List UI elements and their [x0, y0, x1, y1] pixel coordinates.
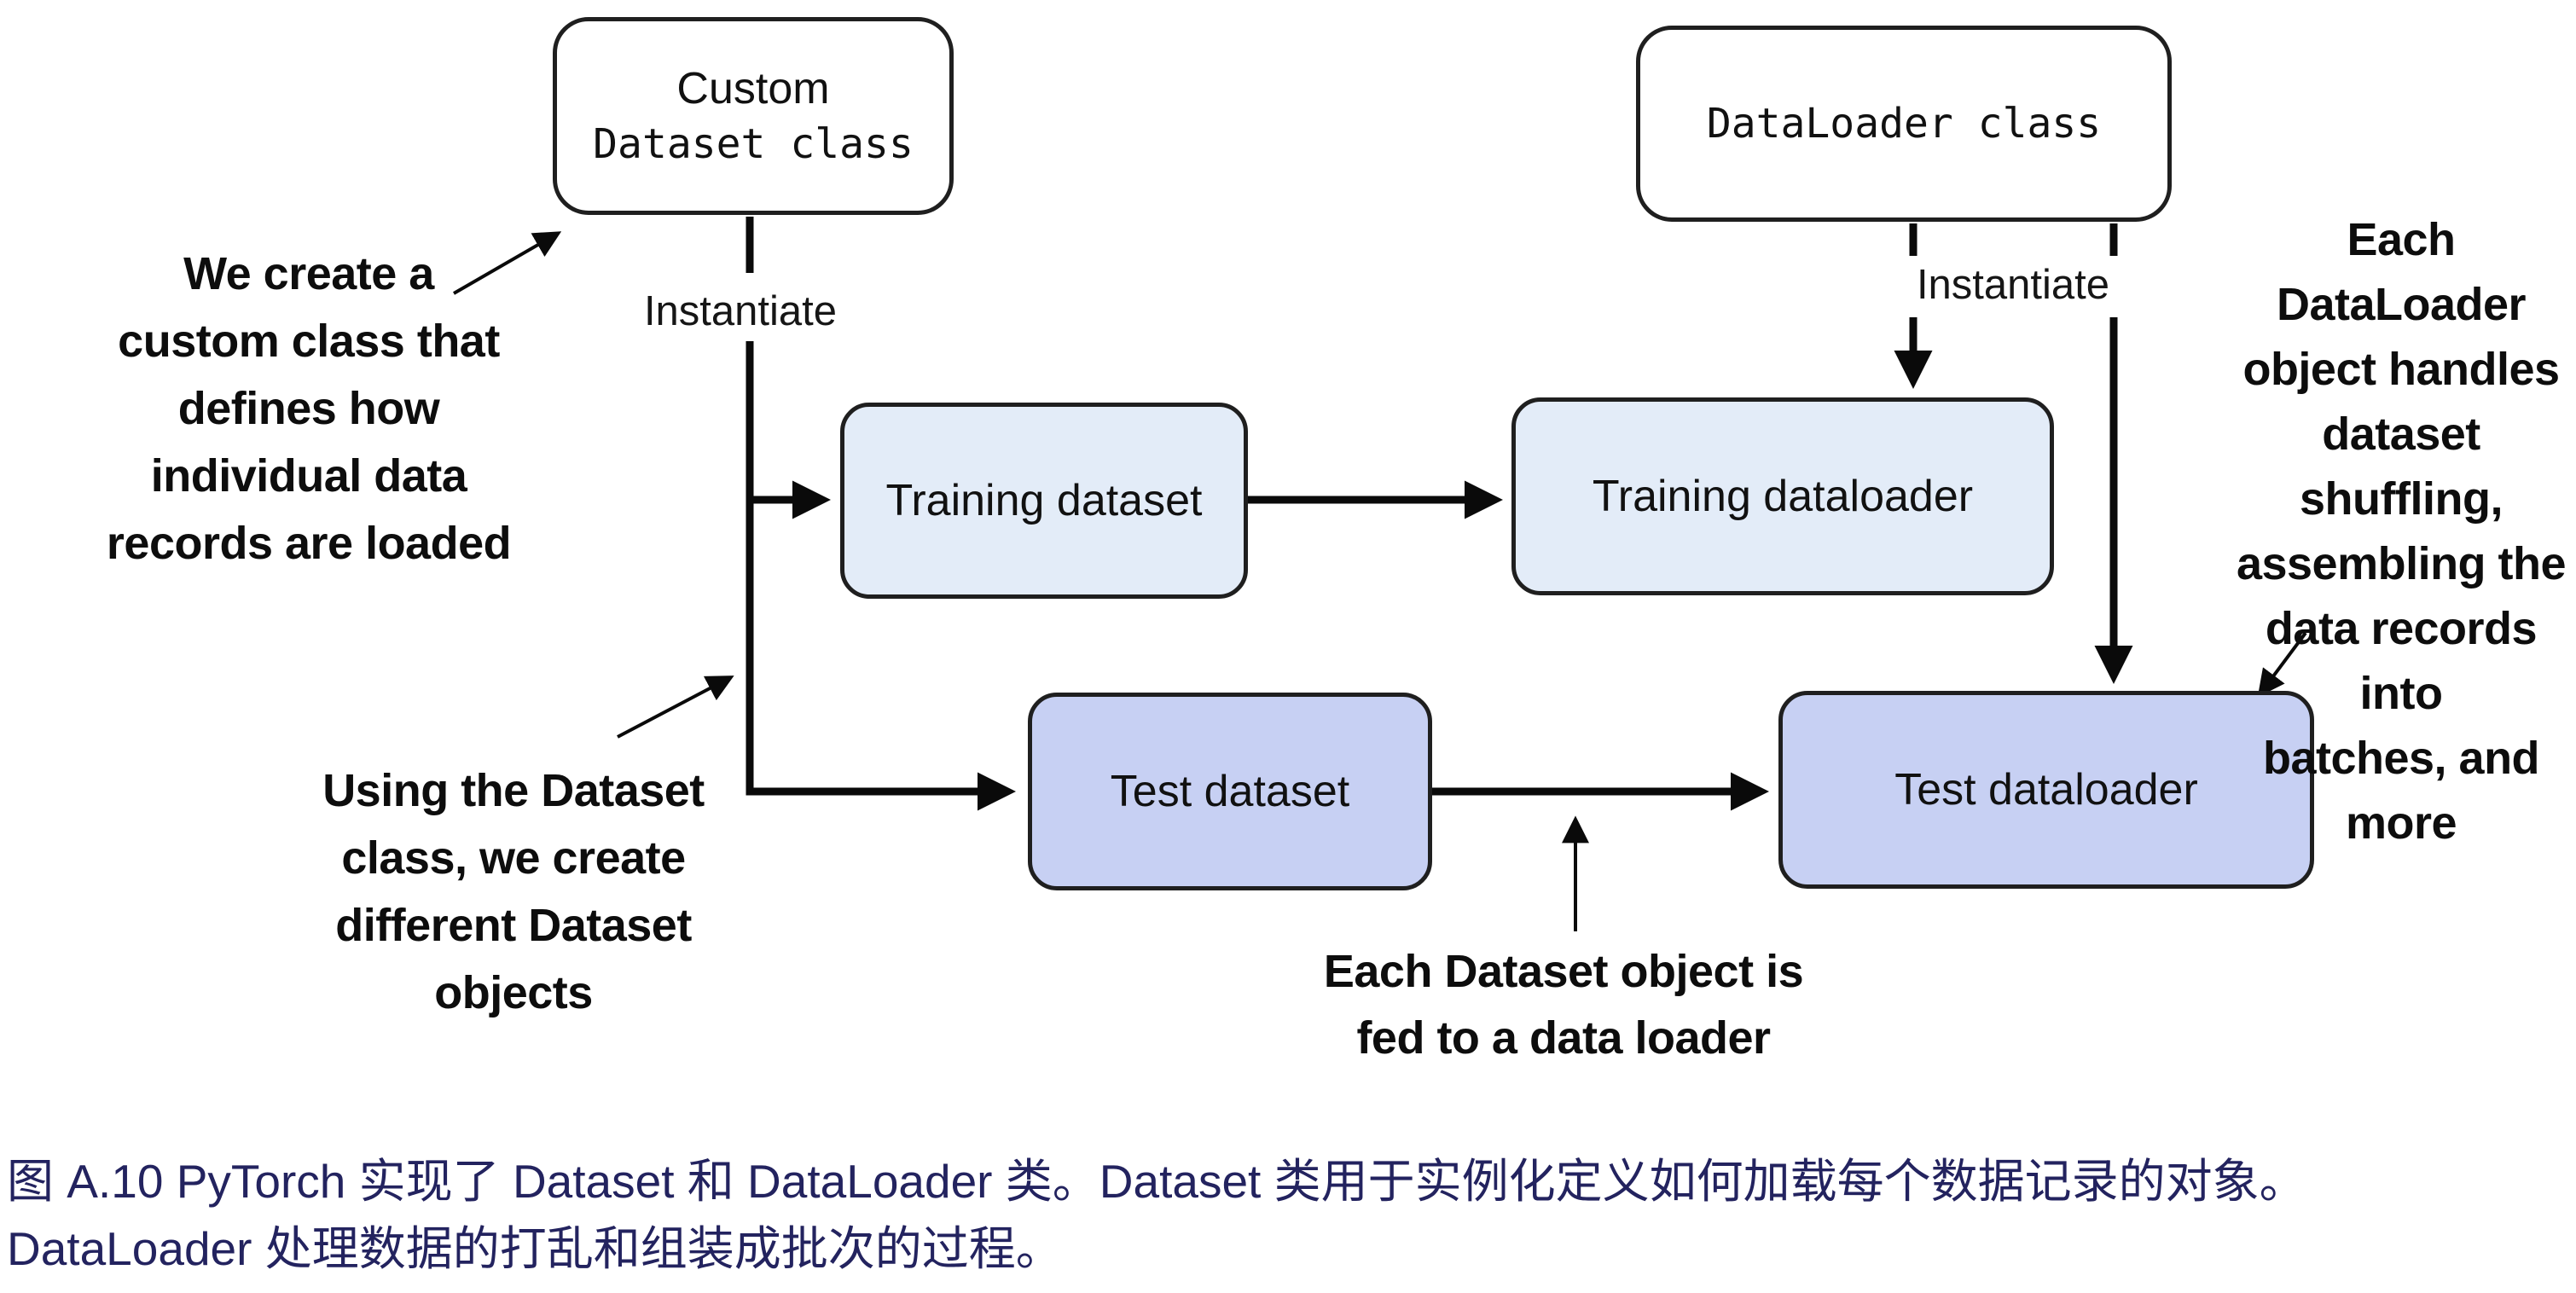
training-dataloader-label: Training dataloader: [1592, 472, 1974, 521]
note-bottom-left: Using the Dataset class, we create diffe…: [322, 765, 705, 1018]
figure-caption: 图 A.10 PyTorch 实现了 Dataset 和 DataLoader …: [7, 1155, 2306, 1275]
custom-dataset-class-label-line2: Dataset class: [593, 120, 914, 168]
test-dataloader-label: Test dataloader: [1894, 765, 2198, 815]
training-dataloader-box: Training dataloader: [1511, 397, 2054, 595]
instantiate-label-left: Instantiate: [638, 287, 843, 335]
edge-custom-to-test-dataset: [746, 341, 1016, 811]
note-right: Each DataLoader object handles dataset s…: [2236, 214, 2567, 849]
note-arrow-top-left: [453, 231, 562, 295]
custom-dataset-class-box: Custom Dataset class: [553, 17, 954, 215]
note-top-left: We create a custom class that defines ho…: [106, 248, 512, 569]
test-dataloader-box: Test dataloader: [1778, 691, 2314, 889]
note-arrow-dataloader-down: [2257, 631, 2307, 698]
test-dataset-label: Test dataset: [1110, 767, 1350, 816]
instantiate-label-right: Instantiate: [1911, 261, 2115, 309]
note-bottom-middle: Each Dataset object is fed to a data loa…: [1323, 946, 1804, 1064]
training-dataset-box: Training dataset: [840, 403, 1248, 599]
test-dataset-box: Test dataset: [1028, 693, 1432, 890]
dataloader-class-label: DataLoader class: [1706, 100, 2102, 148]
note-arrow-bottom-left: [617, 675, 734, 739]
custom-dataset-class-label-line1: Custom: [676, 64, 830, 113]
dataloader-class-box: DataLoader class: [1636, 26, 2172, 222]
training-dataset-label: Training dataset: [885, 476, 1203, 525]
